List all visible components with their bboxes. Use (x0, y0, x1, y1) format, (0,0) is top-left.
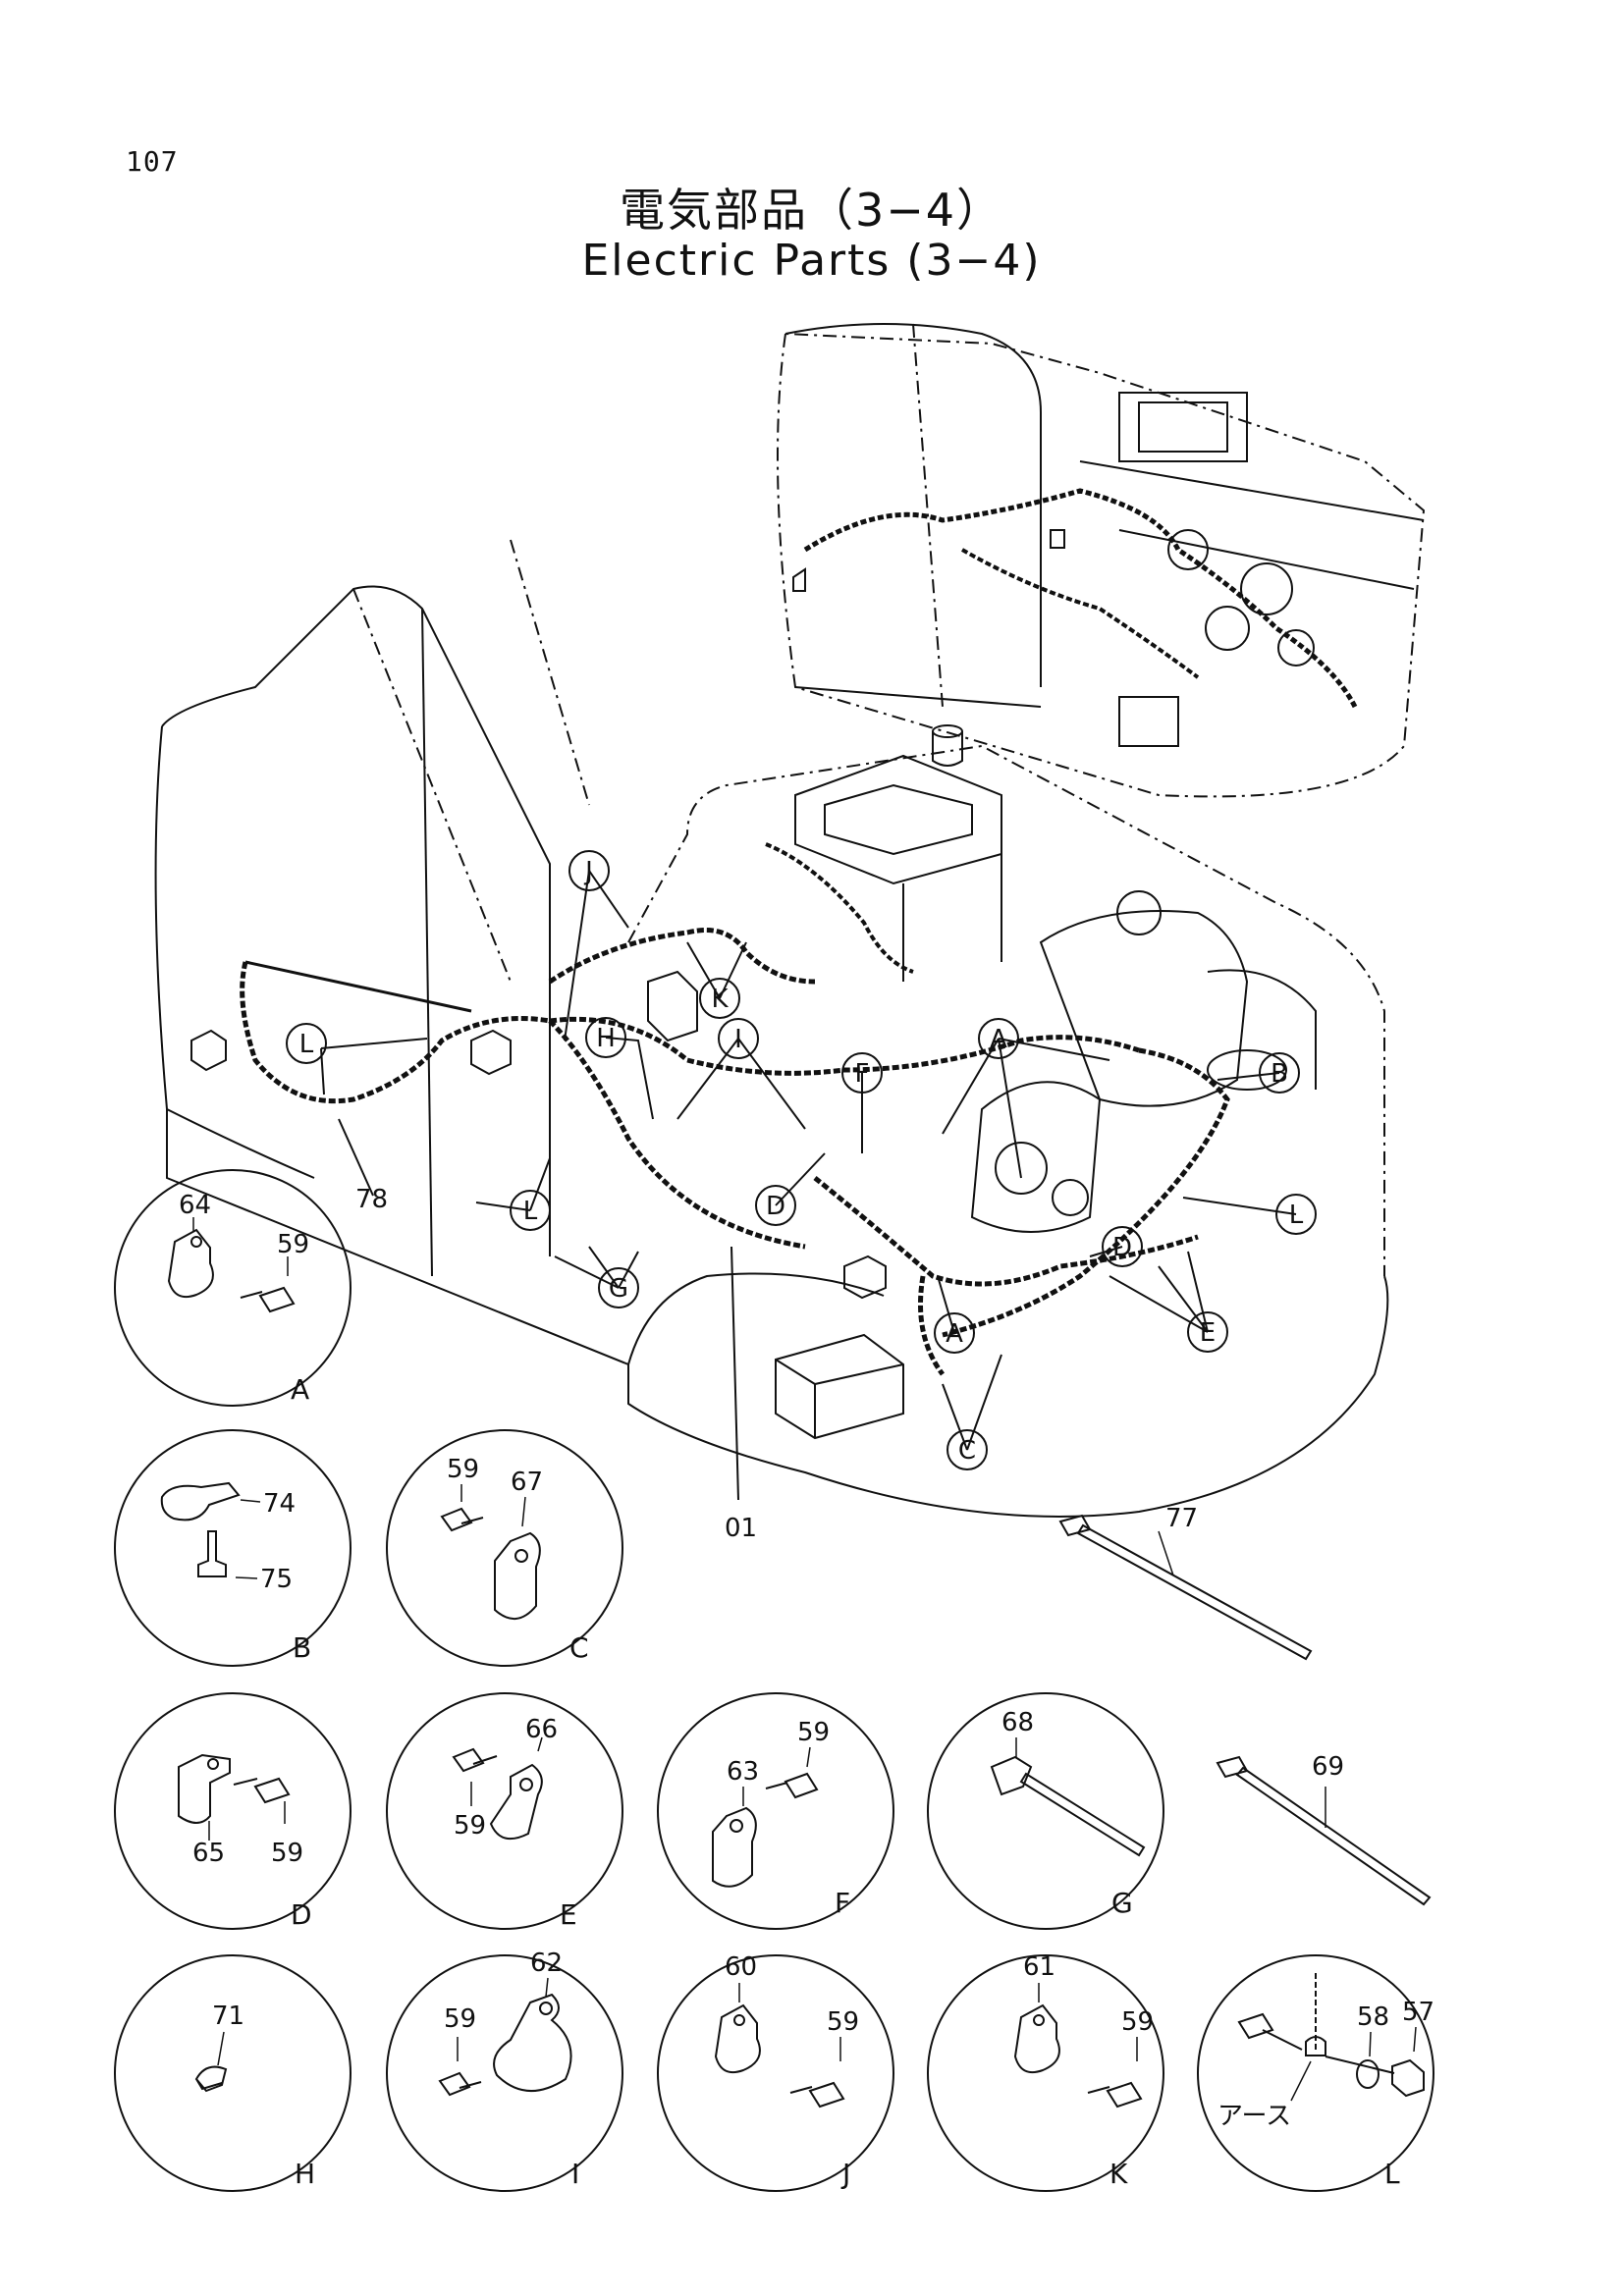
callout-D-right: D (1112, 1233, 1132, 1262)
detail-G-letter: G (1111, 1887, 1133, 1919)
detail-D-part-65: 65 (192, 1839, 225, 1868)
detail-J-part-60: 60 (725, 1952, 757, 1982)
page-title-japanese: 電気部品（3−4） (619, 184, 1004, 237)
callout-G: G (609, 1274, 628, 1304)
part-number-69: 69 (1312, 1752, 1344, 1782)
callout-leaders (320, 870, 1297, 1501)
callout-F: F (855, 1059, 870, 1089)
detail-L-part-57: 57 (1402, 1998, 1434, 2027)
detail-C-part-59: 59 (447, 1455, 479, 1484)
detail-K-part-59: 59 (1121, 2007, 1154, 2037)
part-number-77: 77 (1165, 1504, 1198, 1533)
detail-E-part-59: 59 (454, 1811, 486, 1841)
detail-A-part-64: 64 (179, 1191, 211, 1220)
callout-A-lower: A (946, 1319, 963, 1349)
callout-H: H (596, 1024, 616, 1053)
callout-E: E (1200, 1318, 1216, 1348)
detail-C-part-67: 67 (511, 1468, 543, 1497)
page-number: 107 (126, 145, 179, 178)
callout-L-lower: L (523, 1197, 538, 1226)
detail-J-letter: J (840, 2158, 850, 2190)
detail-I-part-62: 62 (530, 1949, 563, 1978)
callout-D-left: D (766, 1192, 785, 1221)
detail-circles (114, 1169, 1434, 2192)
detail-H-part-71: 71 (212, 2002, 244, 2031)
cable-tie-77-drawing (1058, 1514, 1313, 1661)
part-number-01: 01 (725, 1514, 757, 1543)
detail-A-letter: A (291, 1373, 309, 1406)
detail-H-letter: H (295, 2158, 315, 2190)
main-machine-illustration (154, 539, 1389, 1518)
detail-C-letter: C (569, 1631, 589, 1664)
detail-B-part-74: 74 (263, 1489, 296, 1519)
detail-L-ground-label: アース (1217, 2102, 1291, 2131)
page-title-english: Electric Parts (3−4) (581, 236, 1042, 286)
detail-parts-sketches (160, 1217, 1425, 2109)
inset-machine-illustration (777, 323, 1426, 798)
detail-I-letter: I (571, 2158, 579, 2190)
detail-K-part-61: 61 (1023, 1952, 1055, 1982)
detail-L-letter: L (1384, 2158, 1400, 2190)
detail-B-letter: B (293, 1631, 311, 1664)
callout-K: K (711, 985, 729, 1014)
detail-D-letter: D (291, 1898, 312, 1931)
detail-E-letter: E (560, 1898, 577, 1931)
part-number-78: 78 (355, 1185, 388, 1214)
callout-B: B (1271, 1059, 1288, 1089)
detail-D-part-59: 59 (271, 1839, 303, 1868)
detail-B-part-75: 75 (260, 1565, 293, 1594)
detail-K-letter: K (1109, 2158, 1128, 2190)
callout-A-top: A (990, 1025, 1007, 1054)
detail-G-part-68: 68 (1001, 1708, 1034, 1737)
callout-L-left: L (299, 1030, 314, 1059)
detail-E-part-66: 66 (525, 1715, 558, 1744)
callout-I: I (734, 1025, 742, 1054)
callout-L-right: L (1289, 1201, 1304, 1230)
detail-A-part-59: 59 (277, 1230, 309, 1259)
cable-tie-69-drawing (1216, 1755, 1432, 1906)
detail-J-part-59: 59 (827, 2007, 859, 2037)
callout-C: C (958, 1436, 976, 1466)
detail-L-part-58: 58 (1357, 2002, 1389, 2032)
detail-I-part-59: 59 (444, 2004, 476, 2034)
detail-F-part-59: 59 (797, 1718, 830, 1747)
callout-circles (286, 850, 1317, 1470)
detail-F-part-63: 63 (727, 1757, 759, 1787)
callout-J: J (583, 857, 593, 886)
detail-F-letter: F (835, 1887, 850, 1919)
